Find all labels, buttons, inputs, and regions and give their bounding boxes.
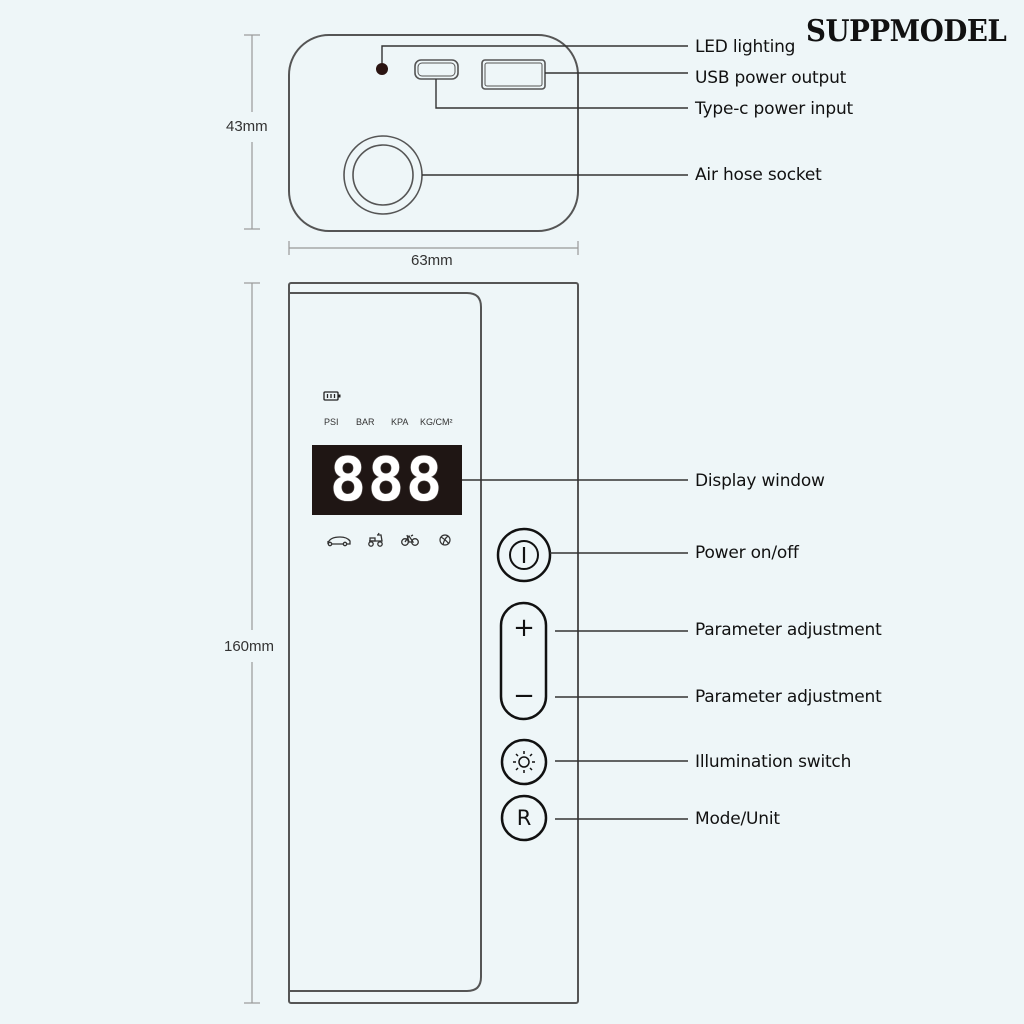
illumination-button[interactable] — [500, 738, 548, 786]
plus-button[interactable]: + — [513, 613, 535, 643]
label-mode-unit: Mode/Unit — [695, 809, 780, 829]
front-view-height-dimension: 160mm — [224, 636, 275, 657]
unit-kpa: KPA — [391, 417, 409, 427]
type-c-port-inner — [417, 62, 456, 77]
front-view-body — [288, 282, 579, 1004]
usb-port — [481, 59, 546, 90]
top-view-body — [288, 34, 579, 232]
front-view — [288, 282, 579, 1004]
sun-icon — [513, 751, 535, 773]
front-view-callout-lines — [462, 479, 688, 820]
label-display-window: Display window — [695, 471, 825, 491]
unit-bar: BAR — [356, 417, 375, 427]
parameter-adjust-rocker[interactable] — [499, 601, 548, 721]
bicycle-icon — [401, 534, 419, 546]
power-button[interactable] — [496, 527, 552, 583]
top-view-height-dimension: 43mm — [226, 116, 268, 137]
callout-line-led — [381, 45, 688, 63]
label-led-lighting: LED lighting — [695, 37, 796, 57]
top-view — [288, 34, 579, 232]
minus-button[interactable]: − — [513, 681, 535, 711]
led-light — [376, 63, 388, 75]
callout-line-typec — [435, 79, 688, 109]
buttons — [496, 527, 552, 842]
ball-icon — [439, 534, 451, 546]
brand-logo: SUPPMODEL — [806, 14, 1007, 49]
unit-kgcm2: KG/CM² — [420, 417, 453, 427]
display-window: 888 — [312, 445, 462, 515]
top-view-dimensions — [244, 34, 579, 255]
display-digits: 888 — [329, 445, 445, 515]
label-air-hose-socket: Air hose socket — [695, 165, 822, 185]
mode-unit-button[interactable] — [500, 794, 548, 842]
label-parameter-adjustment-plus: Parameter adjustment — [695, 620, 882, 640]
label-type-c-power-input: Type-c power input — [695, 99, 854, 119]
mode-unit-glyph: R — [516, 806, 532, 830]
usb-port-inner — [484, 62, 543, 87]
motorcycle-icon — [368, 532, 383, 547]
label-parameter-adjustment-minus: Parameter adjustment — [695, 687, 882, 707]
top-view-width-dimension: 63mm — [411, 250, 453, 271]
air-hose-socket-inner — [352, 144, 414, 206]
label-power-on-off: Power on/off — [695, 543, 799, 563]
battery-icon — [323, 391, 341, 401]
air-hose-socket-outer — [343, 135, 423, 215]
unit-psi: PSI — [324, 417, 339, 427]
front-view-dimensions — [244, 282, 260, 1004]
front-panel — [289, 292, 482, 992]
label-usb-power-output: USB power output — [695, 68, 847, 88]
top-view-callout-lines — [381, 45, 688, 176]
label-illumination-switch: Illumination switch — [695, 752, 852, 772]
car-icon — [327, 536, 351, 547]
